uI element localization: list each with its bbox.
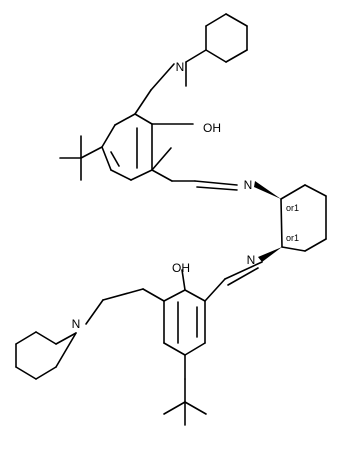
imine-nitrogen-top: N (244, 178, 253, 192)
bond-line (280, 184, 306, 200)
bond-line (114, 113, 136, 126)
bond-line (163, 289, 186, 302)
bond-line (130, 169, 153, 181)
bond-line (101, 124, 116, 148)
bond-line (55, 332, 77, 345)
bond-line (110, 151, 120, 167)
bond-line (184, 401, 207, 415)
bond-line (227, 267, 259, 286)
bond-line (151, 169, 173, 182)
bond-line (225, 13, 248, 27)
bond-line (55, 332, 77, 368)
bond-line (85, 299, 104, 325)
bond-line (205, 13, 227, 27)
bond-line (304, 238, 327, 252)
piperidine-nitrogen-top: N (176, 60, 185, 74)
bond-line (163, 401, 186, 415)
bond-line (224, 261, 263, 280)
bond-line (163, 342, 186, 356)
bond-line (15, 366, 37, 380)
bond-line (102, 288, 144, 301)
stereo-label-upper: or1 (286, 203, 299, 213)
bond-line (194, 180, 238, 186)
wedge-bond-lower (258, 247, 282, 262)
bond-line (142, 288, 165, 302)
stereo-label-lower: or1 (286, 233, 299, 243)
bond-line (134, 89, 152, 115)
bond-lines (15, 13, 327, 426)
imine-nitrogen-bottom: N (247, 253, 256, 267)
bond-line (101, 146, 112, 171)
bond-line (35, 366, 57, 380)
bond-line (184, 289, 206, 302)
bond-line (280, 198, 283, 248)
bond-line (304, 184, 327, 197)
bond-line (205, 49, 227, 63)
bond-line (185, 49, 207, 63)
hydroxyl-label-bottom: OH (172, 261, 190, 275)
bond-line (15, 331, 37, 345)
bond-line (151, 147, 172, 171)
piperidine-nitrogen-bottom: N (72, 317, 81, 331)
hydroxyl-label-top: OH (203, 121, 221, 135)
bond-line (110, 169, 132, 181)
bond-line (184, 342, 206, 356)
wedge-bond-upper (254, 181, 281, 199)
bond-line (80, 146, 103, 159)
bond-line (204, 278, 226, 302)
bond-line (134, 113, 153, 125)
bond-line (150, 63, 175, 91)
bond-line (196, 186, 238, 191)
bond-line (35, 331, 57, 345)
bond-line (281, 246, 306, 252)
bond-line (181, 269, 186, 291)
bond-line (225, 49, 248, 63)
